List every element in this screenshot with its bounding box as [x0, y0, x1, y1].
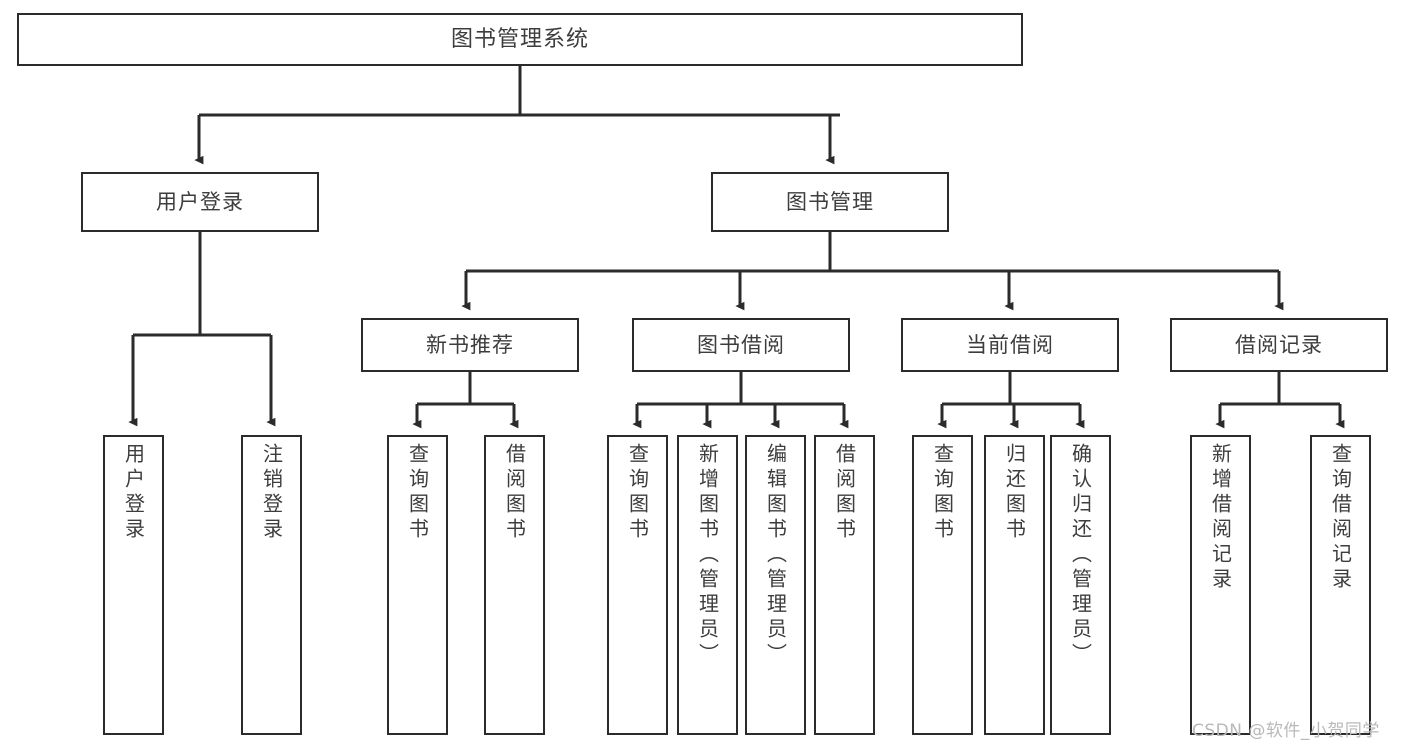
node-label: 借阅记录 — [1235, 332, 1323, 357]
node-book-manage[interactable]: 图书管理 — [711, 172, 949, 232]
node-book-borrow[interactable]: 图书借阅 — [632, 318, 850, 372]
node-leaf-add-borrow-record[interactable]: 新增借阅记录 — [1190, 435, 1251, 735]
node-leaf-confirm-return-admin[interactable]: 确认归还（管理员） — [1050, 435, 1111, 735]
node-label: 新增图书（管理员） — [695, 443, 720, 668]
node-label: 查询借阅记录 — [1328, 443, 1353, 593]
node-leaf-borrow-book-2[interactable]: 借阅图书 — [814, 435, 875, 735]
node-label: 用户登录 — [156, 189, 244, 214]
node-leaf-query-book-3[interactable]: 查询图书 — [912, 435, 973, 735]
node-user-login[interactable]: 用户登录 — [81, 172, 319, 232]
node-leaf-add-book-admin[interactable]: 新增图书（管理员） — [677, 435, 738, 735]
node-label: 新书推荐 — [426, 332, 514, 357]
node-label: 图书管理 — [786, 189, 874, 214]
node-label: 新增借阅记录 — [1208, 443, 1233, 593]
node-label: 当前借阅 — [966, 332, 1054, 357]
node-leaf-edit-book-admin[interactable]: 编辑图书（管理员） — [745, 435, 806, 735]
node-leaf-user-login[interactable]: 用户登录 — [103, 435, 164, 735]
node-label: 注销登录 — [259, 443, 284, 543]
node-current-borrow[interactable]: 当前借阅 — [901, 318, 1119, 372]
csdn-watermark: CSDN @软件_小贺同学 — [1192, 721, 1380, 741]
node-label: 归还图书 — [1002, 443, 1027, 543]
node-root-system[interactable]: 图书管理系统 — [17, 13, 1023, 66]
node-label: 查询图书 — [405, 443, 430, 543]
node-label: 确认归还（管理员） — [1068, 443, 1093, 668]
node-leaf-query-book-2[interactable]: 查询图书 — [607, 435, 668, 735]
node-label: 查询图书 — [930, 443, 955, 543]
node-label: 图书借阅 — [697, 332, 785, 357]
node-leaf-return-book[interactable]: 归还图书 — [984, 435, 1045, 735]
node-label: 用户登录 — [121, 443, 146, 543]
node-leaf-query-borrow-record[interactable]: 查询借阅记录 — [1310, 435, 1371, 735]
node-label: 查询图书 — [625, 443, 650, 543]
node-leaf-logout-login[interactable]: 注销登录 — [241, 435, 302, 735]
node-label: 编辑图书（管理员） — [763, 443, 788, 668]
node-leaf-query-book-1[interactable]: 查询图书 — [387, 435, 448, 735]
node-new-book-recommend[interactable]: 新书推荐 — [361, 318, 579, 372]
node-leaf-borrow-book-1[interactable]: 借阅图书 — [484, 435, 545, 735]
node-label: 借阅图书 — [832, 443, 857, 543]
node-borrow-record[interactable]: 借阅记录 — [1170, 318, 1388, 372]
node-label: 借阅图书 — [502, 443, 527, 543]
node-label: 图书管理系统 — [450, 26, 589, 52]
